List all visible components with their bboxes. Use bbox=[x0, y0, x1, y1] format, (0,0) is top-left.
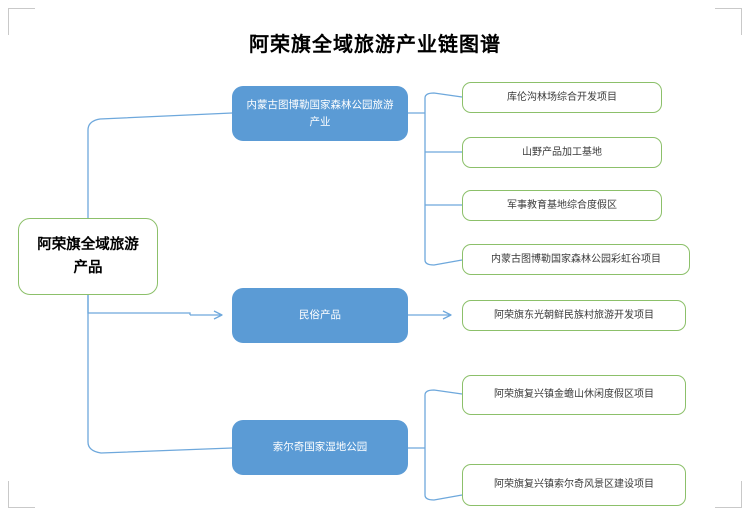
node-root-line1: 阿荣旗全域旅游 bbox=[37, 236, 139, 254]
connector-wetland-leaf-1 bbox=[424, 389, 463, 396]
page-title: 阿荣旗全域旅游产业链图谱 bbox=[249, 32, 501, 56]
connector-folk-to-leaf-arrowhead bbox=[442, 310, 452, 320]
connector-forest-leaf-1 bbox=[424, 92, 463, 99]
node-branch-folk-products[interactable]: 民俗产品 bbox=[232, 288, 408, 343]
connector-forest-leaf-4 bbox=[424, 259, 463, 266]
page-corner-top-right bbox=[715, 8, 742, 35]
node-leaf-suoerqi-scenic[interactable]: 阿荣旗复兴镇索尔奇风景区建设项目 bbox=[462, 464, 686, 506]
node-root-line2: 产品 bbox=[73, 258, 103, 276]
node-branch-forest-park[interactable]: 内蒙古图博勒国家森林公园旅游产业 bbox=[232, 86, 408, 141]
page-corner-bottom-right bbox=[715, 481, 742, 508]
connector-wetland-leaf-2 bbox=[424, 494, 463, 501]
node-leaf-shanye[interactable]: 山野产品加工基地 bbox=[462, 137, 662, 168]
page-corner-top-left bbox=[8, 8, 35, 35]
node-leaf-caihonggu[interactable]: 内蒙古图博勒国家森林公园彩虹谷项目 bbox=[462, 244, 690, 275]
node-leaf-jinchanshan[interactable]: 阿荣旗复兴镇金蟾山休闲度假区项目 bbox=[462, 375, 686, 415]
connector-root-to-forest-park bbox=[87, 112, 233, 218]
connector-root-to-folk-arrowhead bbox=[213, 310, 223, 320]
connector-root-to-wetland bbox=[87, 295, 233, 454]
node-leaf-junshi[interactable]: 军事教育基地综合度假区 bbox=[462, 190, 662, 221]
node-leaf-dongguang[interactable]: 阿荣旗东光朝鲜民族村旅游开发项目 bbox=[462, 300, 686, 331]
page-corner-bottom-left bbox=[8, 481, 35, 508]
node-root[interactable]: 阿荣旗全域旅游 产品 bbox=[18, 218, 158, 295]
connector-root-to-folk-stub bbox=[87, 295, 191, 315]
node-leaf-kulungou[interactable]: 库伦沟林场综合开发项目 bbox=[462, 82, 662, 113]
node-branch-suoerqi-wetland[interactable]: 索尔奇国家湿地公园 bbox=[232, 420, 408, 475]
